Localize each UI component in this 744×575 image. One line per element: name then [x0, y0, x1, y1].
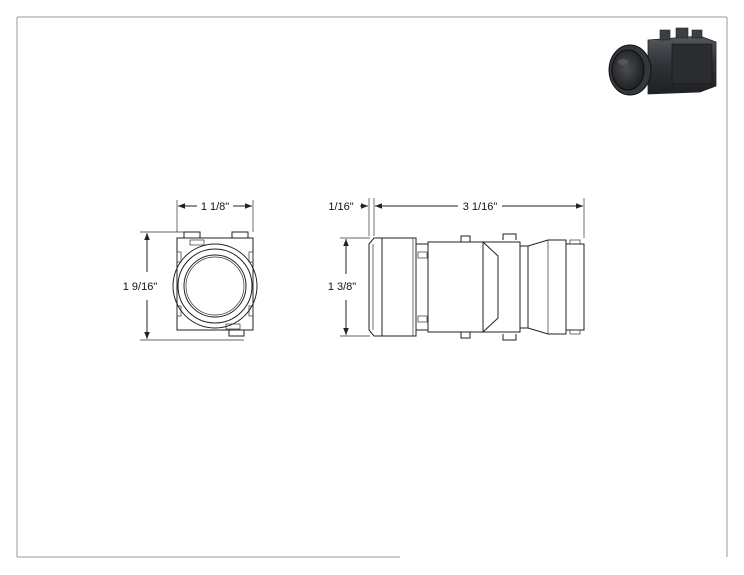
side-height-dimension: 1 3/8"	[328, 237, 370, 337]
front-height-label: 1 9/16"	[123, 281, 158, 293]
side-view	[368, 233, 585, 341]
pushbutton-3d-render-icon	[608, 27, 717, 96]
side-length-label: 3 1/16"	[463, 201, 498, 213]
side-length-dimension: 3 1/16"	[375, 198, 585, 238]
front-view	[172, 231, 258, 337]
front-width-label: 1 1/8"	[201, 201, 229, 213]
side-bezel-dimension: 1/16"	[328, 198, 375, 236]
sheet-frame	[16, 16, 728, 558]
front-width-dimension: 1 1/8"	[176, 200, 254, 232]
front-height-dimension: 1 9/16"	[123, 231, 244, 341]
side-height-label: 1 3/8"	[328, 281, 356, 293]
side-bezel-label: 1/16"	[328, 201, 353, 213]
